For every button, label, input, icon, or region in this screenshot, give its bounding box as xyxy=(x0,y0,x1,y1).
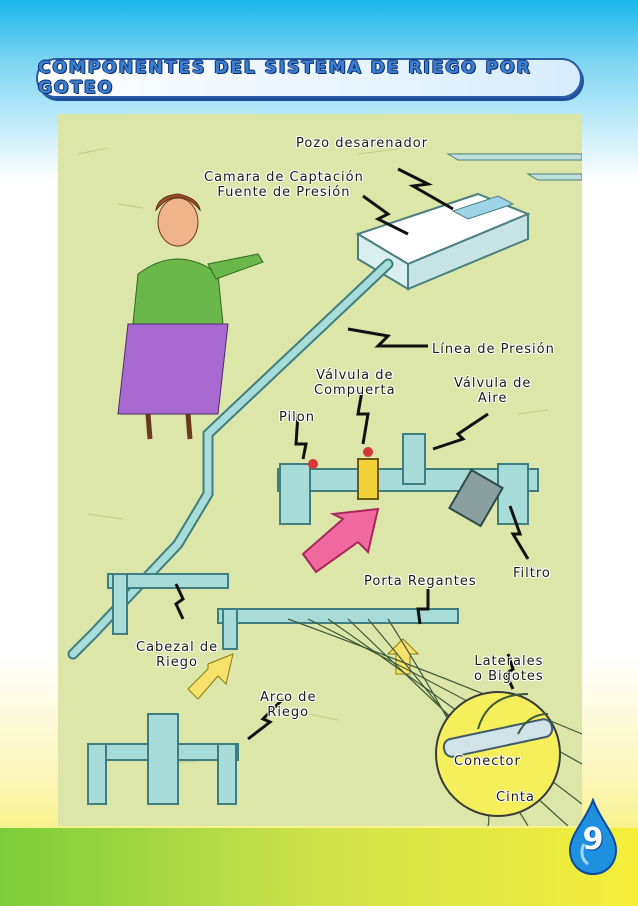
title-banner: COMPONENTES DEL SISTEMA DE RIEGO POR GOT… xyxy=(36,58,582,98)
label-valvula-compuerta-line2: Compuerta xyxy=(314,383,396,398)
label-laterales: Laterales o Bigotes xyxy=(474,654,544,684)
label-laterales-line1: Laterales xyxy=(474,654,544,669)
page-number: 9 xyxy=(582,822,604,857)
label-laterales-line2: o Bigotes xyxy=(474,669,544,684)
label-porta-regantes: Porta Regantes xyxy=(364,574,477,589)
label-cinta: Cinta xyxy=(496,790,535,805)
label-valvula-aire-line2: Aire xyxy=(477,391,508,406)
cabezal-riego-shape xyxy=(87,573,459,805)
valve-assembly xyxy=(277,433,539,528)
label-pilon: Pilon xyxy=(279,410,315,425)
label-valvula-aire-line1: Válvula de xyxy=(454,376,532,391)
label-valvula-compuerta: Válvula de Compuerta xyxy=(314,368,396,398)
label-arco-riego: Arco de Riego xyxy=(260,690,316,720)
label-camara-line2: Fuente de Presión xyxy=(217,185,351,200)
label-arco-line1: Arco de xyxy=(260,690,317,705)
page-title: COMPONENTES DEL SISTEMA DE RIEGO POR GOT… xyxy=(38,58,532,98)
woman-figure xyxy=(117,193,264,440)
label-filtro: Filtro xyxy=(513,566,551,581)
label-valvula-aire: Válvula de Aire xyxy=(454,376,531,406)
label-cabezal-riego: Cabezal de Riego xyxy=(136,640,218,670)
label-camara-line1: Camara de Captación xyxy=(204,170,364,185)
label-conector: Conector xyxy=(454,754,521,769)
label-camara-captacion: Camara de Captación Fuente de Presión xyxy=(204,170,364,200)
water-drop-icon xyxy=(568,798,618,876)
label-pozo-desarenador: Pozo desarenador xyxy=(296,136,429,151)
irrigation-illustration: Pozo desarenador Camara de Captación Fue… xyxy=(58,114,582,826)
illustration-drawing xyxy=(67,147,582,826)
label-linea-presion: Línea de Presión xyxy=(432,342,555,357)
bottom-color-band xyxy=(0,828,638,906)
label-cabezal-line2: Riego xyxy=(156,655,198,670)
label-valvula-compuerta-line1: Válvula de xyxy=(316,368,394,383)
label-cabezal-line1: Cabezal de xyxy=(136,640,219,655)
label-arco-line2: Riego xyxy=(267,705,310,720)
